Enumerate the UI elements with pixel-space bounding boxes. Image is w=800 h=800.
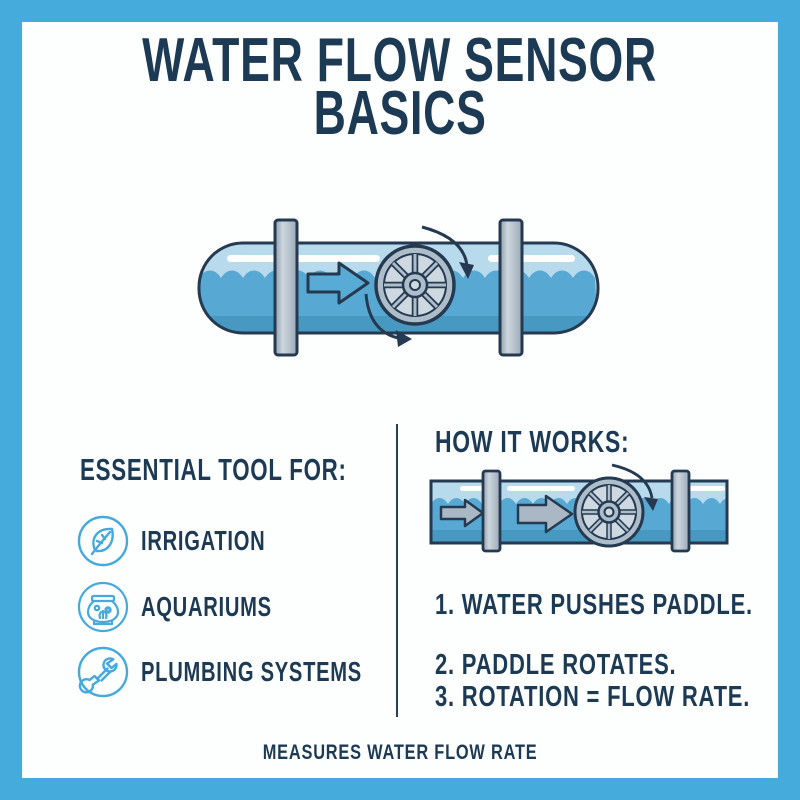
rotation-arrow-bottom (364, 293, 412, 347)
paddle-wheel-small (573, 476, 645, 548)
right-panel-heading: HOW IT WORKS: (435, 424, 630, 459)
pipe-flange-right (498, 218, 524, 357)
how-it-works-step-1: 1. WATER PUSHES PADDLE. (435, 589, 753, 621)
aquarium-icon (77, 581, 129, 633)
rotation-arrow-small (611, 463, 658, 511)
how-it-works-step-2: 2. PADDLE ROTATES. (435, 649, 677, 681)
pipe-paddle-wheel-illustration (197, 218, 600, 357)
list-item-irrigation: IRRIGATION (76, 514, 314, 568)
how-it-works-step-3: 3. ROTATION = FLOW RATE. (435, 681, 751, 713)
wrench-icon (77, 646, 129, 698)
flow-arrow (306, 261, 370, 305)
water-deep-band (199, 316, 598, 333)
flow-arrow-small-2 (516, 494, 574, 534)
title-line-2: BASICS (313, 79, 487, 148)
paddle-wheel (374, 244, 456, 326)
footer-caption: MEASURES WATER FLOW RATE (262, 741, 538, 764)
water-deep-band-small (431, 530, 727, 543)
pipe-outline-small (429, 479, 729, 545)
list-item-label: AQUARIUMS (141, 591, 272, 622)
water-highlight (227, 255, 380, 262)
list-item-label: PLUMBING SYSTEMS (141, 656, 362, 687)
list-item-plumbing: PLUMBING SYSTEMS (76, 645, 448, 699)
how-it-works-illustration (429, 463, 729, 553)
pipe-flange-left (273, 218, 299, 357)
water-highlight (507, 486, 575, 491)
left-panel-heading: ESSENTIAL TOOL FOR: (80, 452, 347, 487)
leaf-icon (77, 515, 129, 567)
flow-arrow-small-1 (439, 498, 485, 528)
list-item-aquariums: AQUARIUMS (76, 580, 323, 634)
vertical-divider (396, 424, 398, 717)
pipe-flange-small-right (670, 469, 691, 553)
title-line-1: WATER FLOW SENSOR (142, 26, 658, 95)
pipe-flange-small-left (481, 469, 502, 553)
page-title: WATER FLOW SENSOR BASICS (0, 26, 800, 148)
list-item-label: IRRIGATION (141, 525, 266, 556)
rotation-arrow-top (421, 225, 474, 279)
